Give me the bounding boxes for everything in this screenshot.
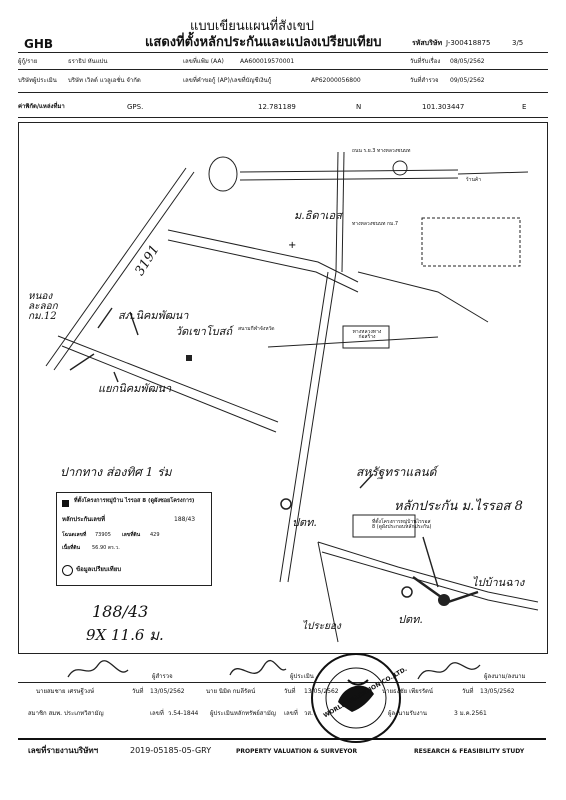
hand-soi: ม.ธิดาเอส	[294, 209, 342, 222]
surveyor-name: นายสมชาย เศรษฐีวงษ์	[36, 688, 95, 695]
legend-area-value: 56.90 ตร.ว.	[92, 545, 120, 551]
map-drawing: +	[45, 151, 539, 643]
owner-value: ธราธิป หันแปน	[68, 58, 108, 65]
legend-item-1: ที่ตั้งโครงการหมู่บ้าน ไรรอส 8 (ดูผังซอย…	[74, 498, 195, 504]
hand-asset: สหรัฐทราแลนด์	[356, 465, 437, 479]
title-line-1: แบบเขียนแผนที่สังเขป	[190, 19, 315, 34]
rule-row1	[18, 69, 548, 70]
inspect-date-label: วันที่สำรวจ	[410, 77, 439, 84]
legend-item-2: ข้อมูลเปรียบเทียบ	[76, 566, 122, 573]
director-note-date: 3 ม.ค.2561	[454, 710, 487, 717]
appraiser-id: วส.	[304, 710, 313, 717]
surveyor-id: ว.54-1844	[168, 710, 199, 717]
hand-school: สภ.นิคมพัฒนา	[118, 309, 189, 322]
footer-tag-2: RESEARCH & FEASIBILITY STUDY	[414, 748, 525, 755]
title-line-2: แสดงที่ตั้งหลักประกันและแปลงเปรียบเทียบ	[145, 35, 382, 50]
page-number: 3/5	[512, 39, 524, 47]
legend-collateral-marker	[62, 500, 69, 507]
surveyor-id-label: เลขที่	[150, 710, 164, 717]
company-value: บริษัท เวิลด์ แวลูเอชั่น จำกัด	[68, 77, 141, 84]
n-label: N	[356, 103, 362, 111]
legend-area-label: เนื้อที่ดิน	[62, 545, 81, 551]
map-box-label: ทางหลวงทาง ก่อสร้าง	[352, 329, 382, 340]
legend-zone-label: โฉนดเลขที่	[62, 532, 87, 538]
legend-land-no-label: เลขที่ดิน	[122, 532, 141, 538]
hand-dims: 9X 11.6 ม.	[86, 626, 164, 644]
report-number: 2019-05185-05-GRY	[130, 746, 212, 755]
map-right-note: ทางหลวงชนบท กม.7	[352, 221, 399, 227]
surveyor-org: สมาชิก สมพ. ประเภทวิสามัญ	[28, 710, 104, 717]
file-value: AA600019570001	[240, 58, 295, 65]
hand-near-road: ปากทาง ส่องทิศ 1 ร่ม	[60, 465, 172, 479]
e-label: E	[522, 103, 527, 111]
hand-area: 188/43	[92, 602, 149, 621]
request-label: เลขที่คำขอกู้ (AP)/เลขที่บัญชีเงินกู้	[183, 77, 272, 84]
svg-text:+: +	[288, 240, 296, 251]
request-value: AP62000056800	[311, 77, 361, 84]
survey-date-label: วันที่รับเรื่อง	[410, 58, 441, 65]
company-seal	[311, 653, 401, 743]
lat-value: 12.781189	[258, 103, 296, 111]
rule-sig-top	[18, 682, 546, 683]
director-note: ผู้ลงนามรับงาน	[388, 710, 427, 717]
hand-temple: วัดเขาโบสถ์	[175, 325, 233, 338]
surveyor-date: 13/05/2562	[150, 688, 185, 695]
appraiser-id-label: เลขที่	[284, 710, 298, 717]
appraiser-name: นาย นิมิต กมลีรัตน์	[206, 688, 256, 695]
hand-junction: แยกนิคมพัฒนา	[98, 382, 172, 395]
appraiser-role: ผู้ประเมิน	[290, 673, 314, 680]
company-mark: GHB	[24, 37, 54, 51]
map-label-center: สนามกีฬาจังหวัด	[238, 326, 275, 332]
director-date-label: วันที่	[462, 688, 474, 695]
director-date: 13/05/2562	[480, 688, 515, 695]
survey-date: 08/05/2562	[450, 58, 485, 65]
hand-collateral: หลักประกัน ม.ไรรอส 8	[394, 499, 523, 514]
legend-zone-value: 73905	[95, 532, 111, 538]
map-bottom-right-note: ที่ตั้งโครงการหมู่บ้านไรรอส 8 (ดูผังประก…	[372, 519, 432, 530]
owner-label: ผู้กู้/ราย	[18, 58, 38, 65]
report-label: เลขที่รายงานบริษัทฯ	[28, 746, 99, 755]
file-label: เลขที่แฟ้ม (AA)	[183, 58, 224, 65]
comparison-marker-icon	[62, 565, 73, 576]
project-code: J-300418875	[446, 39, 491, 47]
signatures-drawing	[67, 659, 481, 680]
appraiser-org: ผู้ประเมินหลักทรัพย์สามัญ	[210, 710, 276, 717]
company-label: บริษัทผู้ประเมิน	[18, 77, 57, 84]
hand-ban-chang: ไปบ้านฉาง	[472, 576, 525, 589]
legend-deed-value: 188/43	[174, 516, 196, 523]
appraiser-date: 13/05/2562	[304, 688, 339, 695]
surveyor-role: ผู้สำรวจ	[152, 673, 173, 680]
inspect-date: 09/05/2562	[450, 77, 485, 84]
map-frame	[18, 122, 548, 654]
map-label-top-right: ร้านค้า	[466, 177, 482, 183]
project-code-label: รหัสบริษัท	[412, 39, 443, 47]
legend-box	[56, 492, 212, 586]
rule-footer	[18, 738, 546, 740]
footer-tag-1: PROPERTY VALUATION & SURVEYOR	[236, 748, 358, 755]
hand-rayong: ไประยอง	[302, 621, 341, 632]
director-role: ผู้ลงนาม/ลงนาม	[484, 673, 526, 680]
lon-value: 101.303447	[422, 103, 465, 111]
director-name: นายธงชัย เพียรรัตน์	[382, 688, 434, 695]
gps-label: GPS.	[127, 103, 144, 111]
legend-land-no-value: 429	[150, 532, 160, 538]
rule-row3	[18, 117, 548, 118]
rule-top	[18, 52, 548, 53]
hand-left-top: หนองละลอก กม.12	[28, 291, 58, 322]
hand-ptt-1: ปตท.	[292, 516, 317, 529]
appraiser-date-label: วันที่	[284, 688, 296, 695]
hand-ptt-2: ปตท.	[398, 613, 423, 626]
legend-deed-label: หลักประกันเลขที่	[62, 516, 106, 523]
rule-row2	[18, 92, 548, 93]
location-label: ค่าพิกัด/แหล่งที่มา	[18, 103, 65, 110]
map-label-top: ถนน ร.ย.3 ทางหลวงชนบท	[352, 148, 411, 154]
surveyor-date-label: วันที่	[132, 688, 144, 695]
